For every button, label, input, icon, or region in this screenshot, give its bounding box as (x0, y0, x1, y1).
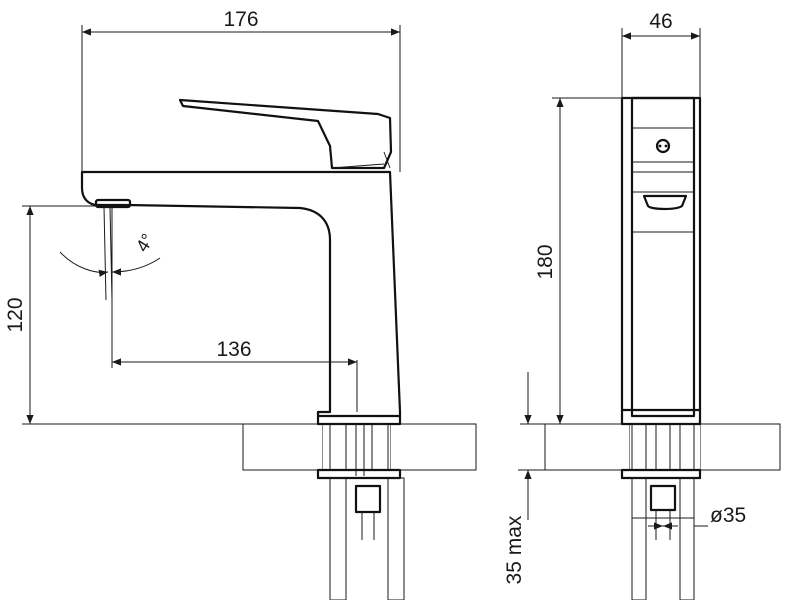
side-view: 46 180 35 max ø35 (503, 10, 781, 600)
dim-label-176: 176 (223, 8, 258, 31)
dim-spout-height: 120 (4, 205, 243, 425)
front-countertop (242, 423, 477, 471)
front-view: 176 120 136 4° (4, 8, 477, 600)
dim-label-35-max: 35 max (503, 515, 526, 584)
dim-label-angle: 4° (132, 230, 158, 255)
side-countertop (520, 423, 781, 471)
dim-label-diameter: ø35 (710, 504, 746, 527)
dim-label-180: 180 (534, 244, 557, 279)
side-faucet-body (620, 96, 702, 426)
dim-overall-width: 176 (81, 8, 401, 172)
dim-label-46: 46 (649, 10, 672, 33)
dim-label-120: 120 (4, 297, 27, 332)
dim-side-width: 46 (621, 10, 701, 98)
side-mounting-hardware (620, 423, 702, 600)
front-faucet-body (80, 98, 402, 426)
dim-overall-height: 180 (534, 97, 622, 424)
front-mounting-hardware (316, 423, 405, 600)
dim-deck-thickness: 35 max (503, 372, 545, 584)
dim-spout-reach: 136 (111, 207, 358, 412)
dim-hole-diameter: ø35 (632, 504, 746, 530)
dim-spray-angle: 4° (59, 206, 161, 301)
dim-label-136: 136 (216, 338, 251, 361)
